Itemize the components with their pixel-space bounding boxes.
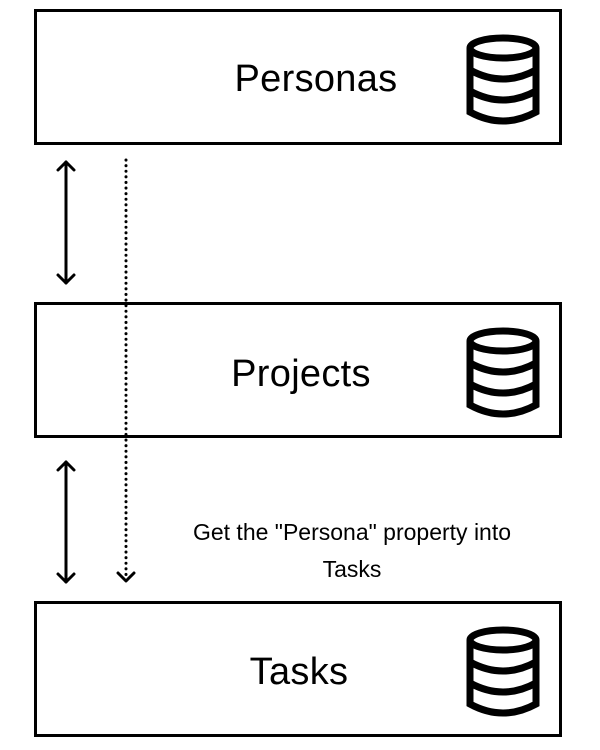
tasks-database-box: Tasks (34, 601, 562, 737)
personas-database-box: Personas (34, 9, 562, 145)
database-icon (466, 34, 540, 125)
personas-label: Personas (234, 58, 398, 100)
projects-tasks-arrow (56, 460, 76, 584)
annotation-line-1: Get the "Persona" property into (192, 519, 512, 545)
annotation-text: Get the "Persona" property into Tasks (160, 514, 544, 588)
database-icon (466, 626, 540, 717)
database-icon (466, 327, 540, 418)
projects-database-box: Projects (34, 302, 562, 438)
projects-label: Projects (231, 353, 371, 395)
annotation-line-2: Tasks (322, 556, 382, 582)
tasks-label: Tasks (249, 651, 349, 693)
personas-projects-arrow (56, 160, 76, 285)
